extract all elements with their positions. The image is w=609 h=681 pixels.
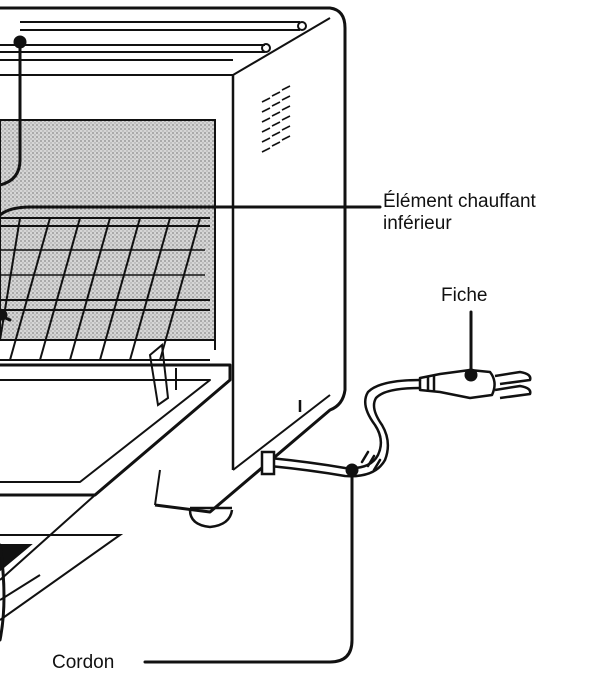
oven-body (0, 6, 347, 514)
heating-element-label: Élément chauffant inférieur (383, 191, 536, 235)
vent-slots (261, 85, 291, 153)
top-rails (0, 21, 307, 53)
cord-label: Cordon (52, 652, 115, 673)
oven-door (0, 363, 232, 581)
door-hinge (148, 343, 177, 407)
leader-lines (0, 35, 478, 664)
heating-element-label-line2: inférieur (383, 213, 452, 234)
plug-label: Fiche (441, 285, 488, 306)
power-cord (260, 378, 422, 478)
plug-icon (418, 368, 532, 400)
heating-element-label-line1: Élément chauffant (383, 191, 536, 212)
lower-tray (0, 534, 124, 621)
wire-rack (0, 217, 210, 361)
oven-feet (188, 400, 302, 529)
